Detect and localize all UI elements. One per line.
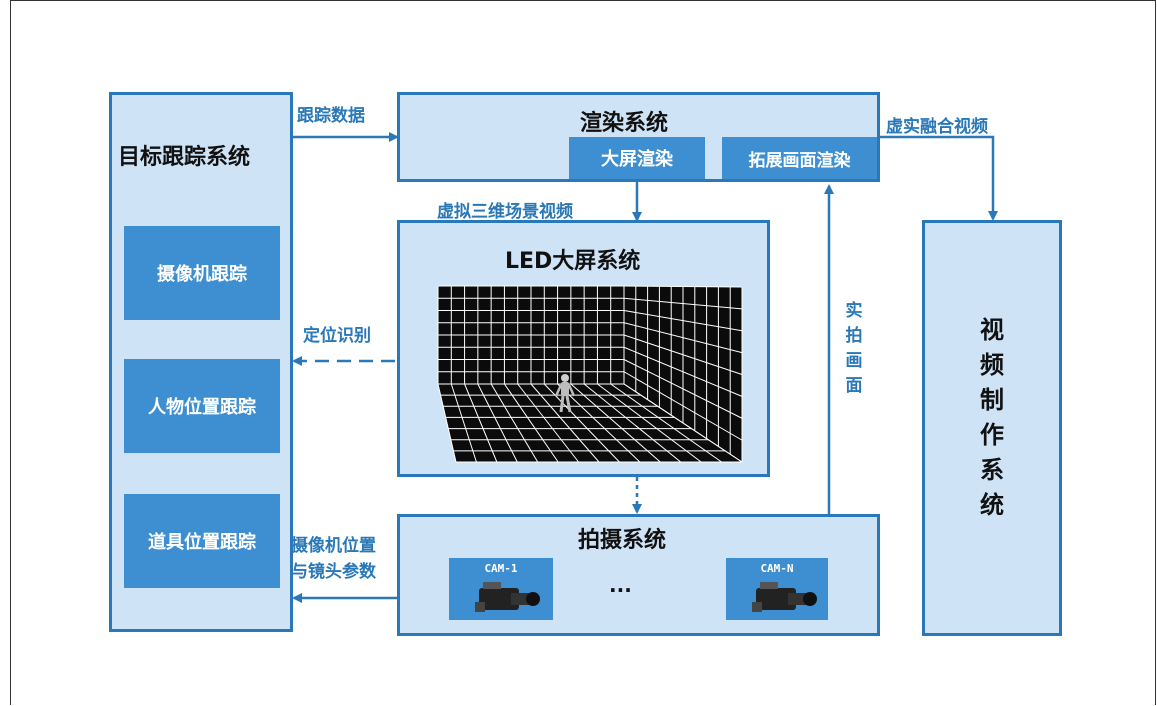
grid-line	[623, 383, 743, 463]
led-floor	[438, 384, 742, 462]
label-mixed-video: 虚实融合视频	[886, 117, 988, 137]
camera-icon	[752, 582, 817, 612]
label-locate: 定位识别	[303, 326, 371, 346]
tracking-system-title: 目标跟踪系统	[118, 145, 251, 170]
vertical-char: 制	[980, 386, 1004, 414]
vertical-char: 频	[980, 351, 1004, 379]
label-real-footage: 实拍画面	[843, 299, 865, 399]
video-production-title: 视频制作系统	[977, 313, 1007, 523]
camera-tracking-block: 摄像机跟踪	[124, 226, 280, 320]
label-virtual-3d: 虚拟三维场景视频	[437, 202, 573, 222]
video-production-box	[922, 220, 1062, 636]
arrow-mixed-video	[880, 135, 998, 221]
grid-line	[543, 383, 620, 463]
grid-line	[557, 383, 641, 463]
grid-line	[464, 383, 498, 463]
big-screen-render-block: 大屏渲染	[569, 137, 705, 179]
vertical-char: 系	[980, 456, 1004, 484]
extended-render-block: 拓展画面渲染	[722, 137, 877, 179]
grid-line	[623, 371, 743, 441]
grid-line	[623, 310, 743, 332]
camera-icon	[475, 582, 540, 612]
vertical-char: 画	[845, 351, 863, 371]
grid-line	[530, 383, 600, 463]
grid-line	[623, 297, 743, 310]
cam-n-label: CAM-N	[760, 562, 794, 575]
grid-line	[610, 383, 722, 463]
grid-line	[583, 383, 682, 463]
grid-line	[437, 383, 457, 463]
vertical-char: 统	[980, 491, 1004, 519]
person-tracking-block: 人物位置跟踪	[124, 359, 280, 453]
diagram-frame	[10, 0, 1156, 705]
grid-line	[623, 285, 743, 288]
camera-ellipsis: ···	[609, 578, 632, 602]
grid-line	[623, 359, 743, 419]
label-cam-params-2: 与镜头参数	[291, 562, 376, 582]
vertical-char: 拍	[845, 326, 863, 346]
cam-1-label: CAM-1	[484, 562, 518, 575]
human-figure	[554, 374, 576, 413]
label-tracking-data: 跟踪数据	[297, 106, 365, 126]
vertical-char: 面	[845, 376, 863, 396]
grid-line	[597, 383, 702, 463]
grid-line	[623, 346, 743, 397]
cam-1-card: CAM-1	[449, 558, 553, 620]
grid-line	[570, 383, 661, 463]
led-system-title: LED大屏系统	[505, 249, 641, 274]
cam-n-card: CAM-N	[726, 558, 828, 620]
grid-line	[504, 383, 559, 463]
vertical-char: 作	[980, 421, 1004, 449]
grid-line	[623, 322, 743, 354]
render-system-title: 渲染系统	[580, 111, 669, 136]
grid-line	[450, 383, 477, 463]
prop-tracking-block: 道具位置跟踪	[124, 494, 280, 588]
grid-line	[517, 383, 579, 463]
grid-line	[490, 383, 539, 463]
grid-line	[623, 334, 743, 375]
label-cam-params-1: 摄像机位置	[291, 536, 376, 556]
vertical-char: 视	[980, 316, 1004, 344]
vertical-char: 实	[845, 301, 863, 321]
shooting-system-title: 拍摄系统	[578, 528, 667, 553]
grid-line	[477, 383, 518, 463]
